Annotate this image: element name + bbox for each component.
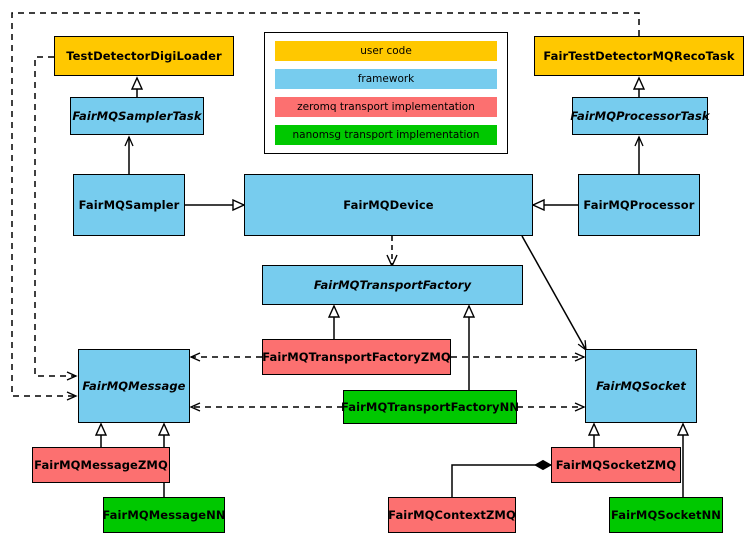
legend-item-nn: nanomsg transport implementation <box>275 125 497 145</box>
class-node-FairMQMessage[interactable]: FairMQMessage <box>78 349 190 423</box>
class-node-FairMQTransportFactory[interactable]: FairMQTransportFactory <box>262 265 523 305</box>
legend-item-user: user code <box>275 41 497 61</box>
edge-recotask-to-message <box>11 12 640 401</box>
class-node-FairMQProcessorTask[interactable]: FairMQProcessorTask <box>570 97 710 135</box>
class-node-FairMQContextZMQ[interactable]: FairMQContextZMQ <box>388 497 516 533</box>
edge-contextzmq-to-socketzmq <box>451 465 551 497</box>
class-node-FairMQTransportFactoryZMQ[interactable]: FairMQTransportFactoryZMQ <box>262 339 451 375</box>
class-node-FairMQMessageNN[interactable]: FairMQMessageNN <box>102 497 226 533</box>
legend-item-zmq: zeromq transport implementation <box>275 97 497 117</box>
edge-device-to-socket <box>521 235 587 352</box>
class-node-FairMQMessageZMQ[interactable]: FairMQMessageZMQ <box>32 447 170 483</box>
class-node-FairMQSamplerTask[interactable]: FairMQSamplerTask <box>70 97 204 135</box>
class-node-FairMQTransportFactoryNN[interactable]: FairMQTransportFactoryNN <box>341 390 519 424</box>
class-node-FairMQSocketZMQ[interactable]: FairMQSocketZMQ <box>551 447 681 483</box>
class-node-FairMQProcessor[interactable]: FairMQProcessor <box>578 174 700 236</box>
class-node-FairTestDetectorMQRecoTask[interactable]: FairTestDetectorMQRecoTask <box>534 36 744 76</box>
color-legend: user code framework zeromq transport imple… <box>264 32 508 154</box>
legend-item-framework: framework <box>275 69 497 89</box>
class-node-FairMQSampler[interactable]: FairMQSampler <box>73 174 185 236</box>
class-node-FairMQSocket[interactable]: FairMQSocket <box>585 349 697 423</box>
class-node-TestDetectorDigiLoader[interactable]: TestDetectorDigiLoader <box>54 36 234 76</box>
edge-digiloader-to-message <box>34 56 78 381</box>
class-node-FairMQDevice[interactable]: FairMQDevice <box>244 174 533 236</box>
class-node-FairMQSocketNN[interactable]: FairMQSocketNN <box>609 497 723 533</box>
